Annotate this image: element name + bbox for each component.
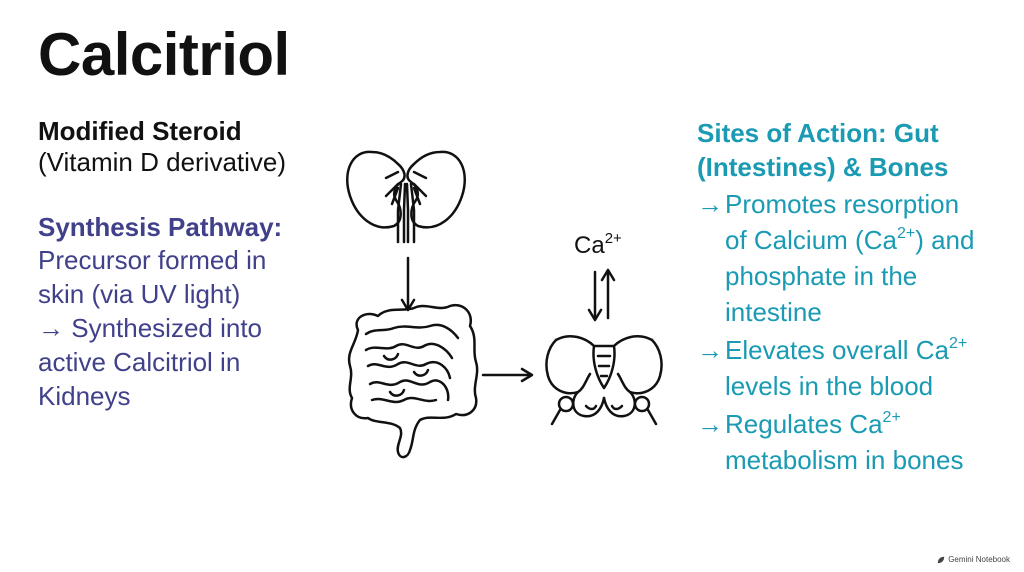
pelvis-bone-icon bbox=[545, 335, 663, 426]
item-text: Regulates Ca bbox=[725, 409, 883, 439]
arrow-down-icon bbox=[400, 256, 416, 312]
item-line: of Calcium (Ca2+) and bbox=[725, 222, 1017, 258]
item-line: metabolism in bones bbox=[725, 445, 964, 475]
notebook-logo-icon bbox=[937, 556, 945, 563]
item-line: Regulates Ca2+ bbox=[725, 406, 1017, 442]
arrow-right-icon: → bbox=[697, 409, 723, 439]
arrow-right-icon bbox=[481, 367, 534, 383]
calcium-ion-label: Ca2+ bbox=[574, 230, 622, 260]
footer-watermark: Gemini Notebook bbox=[937, 555, 1010, 564]
item-line: levels in the blood bbox=[725, 371, 934, 401]
synthesis-line: Precursor formed in bbox=[38, 245, 267, 275]
item-text: Elevates overall Ca bbox=[725, 335, 949, 365]
list-item: → Elevates overall Ca2+ levels in the bl… bbox=[697, 332, 1017, 404]
steroid-subheading: (Vitamin D derivative) bbox=[38, 147, 287, 177]
charge-sup: 2+ bbox=[882, 409, 901, 427]
synthesis-line: skin (via UV light) bbox=[38, 279, 241, 309]
charge-sup: 2+ bbox=[949, 335, 968, 353]
ion-base: Ca bbox=[574, 232, 605, 259]
footer-label: Gemini Notebook bbox=[948, 555, 1010, 564]
synthesis-line: active Calcitriol in bbox=[38, 347, 241, 377]
item-line: phosphate in the bbox=[725, 261, 918, 291]
page-title: Calcitriol bbox=[38, 21, 290, 88]
list-item: → Promotes resorption of Calcium (Ca2+) … bbox=[697, 186, 1017, 330]
arrow-right-icon: → bbox=[697, 335, 723, 365]
right-column: Sites of Action: Gut (Intestines) & Bone… bbox=[697, 116, 1017, 478]
synthesis-heading: Synthesis Pathway: bbox=[38, 212, 283, 242]
item-line: intestine bbox=[725, 297, 822, 327]
list-item: → Regulates Ca2+ metabolism in bones bbox=[697, 406, 1017, 478]
arrow-updown-icon bbox=[587, 268, 616, 322]
sites-heading-line2: (Intestines) & Bones bbox=[697, 152, 949, 182]
kidneys-icon bbox=[345, 150, 467, 244]
charge-sup: 2+ bbox=[896, 225, 916, 243]
arrow-right-icon: → bbox=[697, 189, 723, 219]
item-text: ) and bbox=[915, 225, 975, 255]
item-line: Elevates overall Ca2+ bbox=[725, 332, 1017, 368]
sites-heading-line1: Sites of Action: Gut bbox=[697, 118, 939, 148]
left-column: Modified Steroid (Vitamin D derivative) … bbox=[38, 116, 338, 413]
item-line: Promotes resorption bbox=[725, 189, 960, 219]
synthesis-line: → Synthesized into bbox=[38, 313, 263, 343]
item-text: of Calcium (Ca bbox=[725, 225, 897, 255]
steroid-heading: Modified Steroid bbox=[38, 116, 242, 146]
intestines-icon bbox=[347, 303, 479, 459]
synthesis-line: Kidneys bbox=[38, 381, 131, 411]
ion-charge: 2+ bbox=[604, 230, 622, 247]
